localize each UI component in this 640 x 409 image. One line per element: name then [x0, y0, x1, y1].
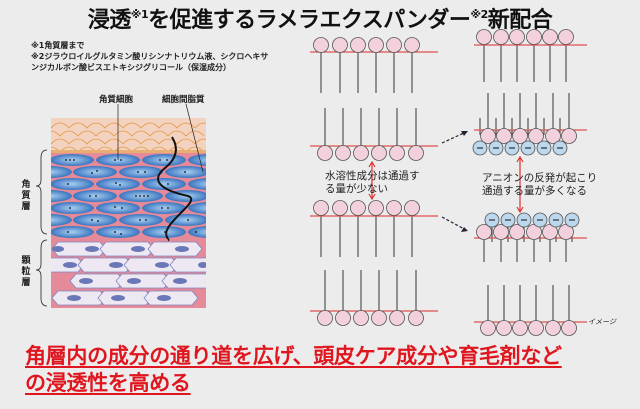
conclusion-line2: の浸透性を高める [25, 371, 191, 395]
right-caption-line1: アニオンの反発が起こり [482, 172, 598, 184]
footnote-1: ※1角質層まで [31, 41, 85, 50]
label-intercellular-lipid: 細胞間脂質 [162, 95, 205, 105]
image-note: イメージ [588, 318, 616, 326]
left-caption-line1: 水溶性成分は通過す [325, 170, 420, 182]
footnote-2-line2: ンジカルボン酸ビスエトキシジグリコール（保湿成分） [31, 63, 231, 72]
page-title: 浸透※1を促進するラメラエクスパンダー※2新配合 [0, 2, 640, 34]
footnote-2-line1: ※2ジラウロイルグルタミン酸リシンナトリウム液、シクロヘキサ [31, 52, 269, 61]
footnote-ref-1: ※1 [130, 8, 149, 21]
conclusion-line1: 角層内の成分の通り道を広げ、頭皮ケア成分や育毛剤など [25, 344, 562, 368]
left-caption: 水溶性成分は通過す る量が少ない [325, 170, 420, 196]
right-caption-line2: 通過する量が多くなる [482, 185, 587, 197]
right-caption: アニオンの反発が起こり 通過する量が多くなる [482, 172, 597, 198]
title-text-2: を促進するラメラエクスパンダー [148, 8, 471, 33]
label-stratum-corneum: 角質層 [21, 180, 31, 212]
title-text-1: 浸透 [87, 8, 132, 33]
left-caption-line2: る量が少ない [325, 183, 388, 195]
footnote-ref-2: ※2 [470, 8, 488, 21]
label-corneocyte: 角質細胞 [99, 95, 134, 105]
left-bilayer-top [320, 52, 417, 146]
label-granular-layer: 顆粒層 [21, 256, 31, 288]
title-text-3: 新配合 [487, 8, 553, 33]
